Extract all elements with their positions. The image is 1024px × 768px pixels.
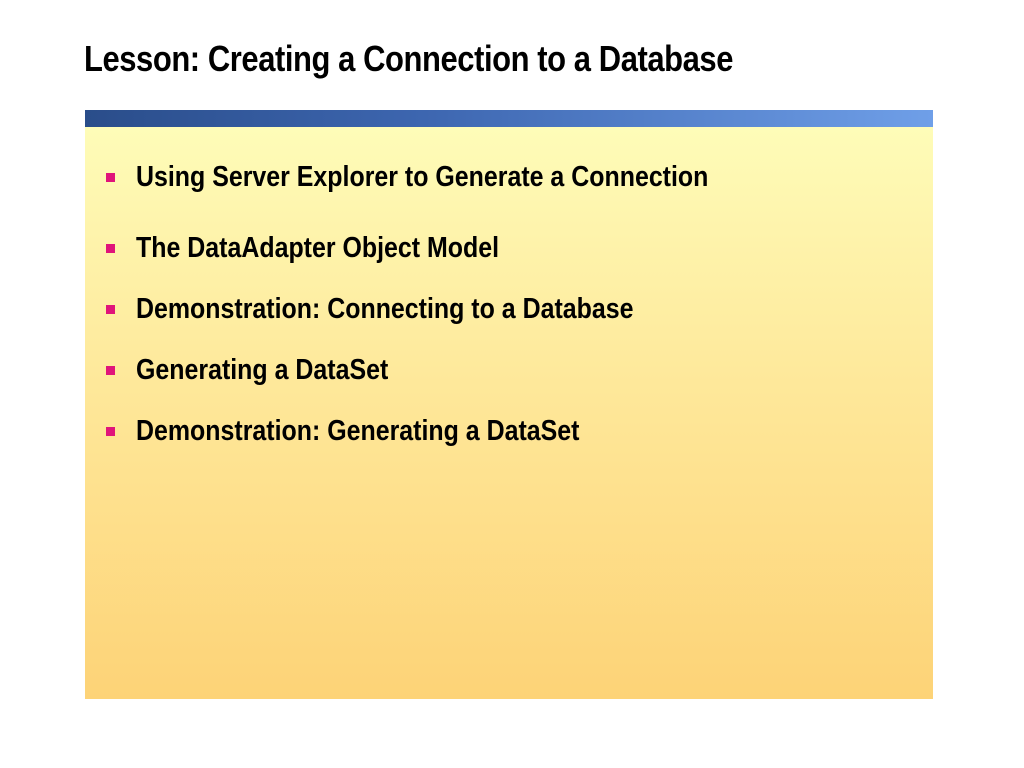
square-bullet-icon <box>106 172 115 182</box>
bullet-text: Demonstration: Generating a DataSet <box>136 415 580 447</box>
bullet-item: Demonstration: Connecting to a Database <box>106 279 802 340</box>
title-accent-bar <box>85 110 933 127</box>
bullet-text: Using Server Explorer to Generate a Conn… <box>136 160 709 193</box>
bullet-text: Generating a DataSet <box>136 354 389 386</box>
slide-title: Lesson: Creating a Connection to a Datab… <box>84 38 734 79</box>
square-bullet-icon <box>106 427 115 436</box>
bullet-item: The DataAdapter Object Model <box>106 218 802 279</box>
bullet-text: The DataAdapter Object Model <box>136 232 500 264</box>
square-bullet-icon <box>106 366 115 375</box>
square-bullet-icon <box>106 244 115 253</box>
bullet-item: Generating a DataSet <box>106 340 802 401</box>
bullet-text: Demonstration: Connecting to a Database <box>136 293 634 325</box>
square-bullet-icon <box>106 305 115 314</box>
bullet-item: Using Server Explorer to Generate a Conn… <box>106 157 802 197</box>
bullet-item: Demonstration: Generating a DataSet <box>106 401 802 462</box>
bullet-list: Using Server Explorer to Generate a Conn… <box>106 157 802 462</box>
content-panel: Using Server Explorer to Generate a Conn… <box>85 127 933 699</box>
